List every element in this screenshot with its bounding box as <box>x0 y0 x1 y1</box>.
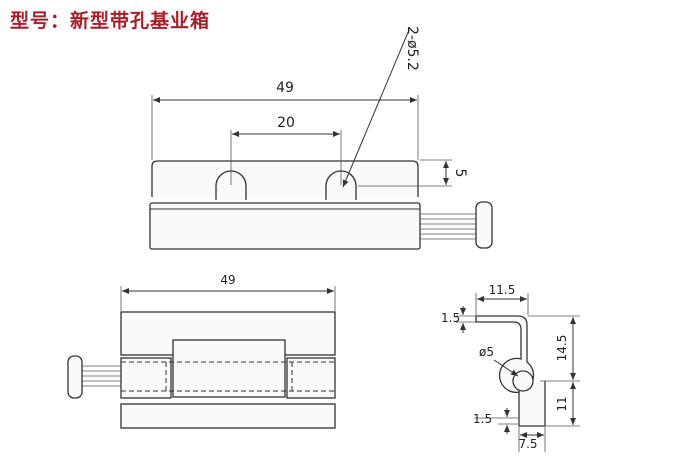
front-center-knuckle <box>172 339 286 398</box>
front-view: 49 <box>67 273 336 429</box>
model-title: 型号：新型带孔基业箱 <box>10 10 211 32</box>
top-pin <box>420 201 493 249</box>
top-upper-leaf <box>151 160 419 197</box>
hole-spacing-label: 20 <box>277 115 295 131</box>
side-view: 11.5 1.5 ø5 14.5 11 1.5 7.5 <box>441 283 580 452</box>
top-width-label: 49 <box>276 80 294 96</box>
side-height-upper-label: 14.5 <box>555 335 569 362</box>
side-pin-circle <box>512 370 534 392</box>
side-base-width-label: 7.5 <box>518 437 537 451</box>
top-view: 49 20 5 2-ø5.2 <box>149 26 493 250</box>
side-pin-diameter-label: ø5 <box>479 345 494 359</box>
front-left-knuckle <box>120 357 172 399</box>
bottom-width-label: 49 <box>220 273 235 287</box>
side-height-lower-label: 11 <box>555 396 569 411</box>
side-lower-leg <box>518 381 546 427</box>
side-thickness-top-label: 1.5 <box>441 311 460 325</box>
hole-callout-label: 2-ø5.2 <box>404 26 420 71</box>
side-thickness-bottom-label: 1.5 <box>473 412 492 426</box>
front-pin <box>67 355 121 399</box>
front-bottom-plate <box>120 403 336 429</box>
hole-offset-label: 5 <box>452 169 468 178</box>
side-width-label: 11.5 <box>489 283 516 297</box>
top-lower-leaf <box>149 202 421 250</box>
front-right-knuckle <box>286 357 336 399</box>
